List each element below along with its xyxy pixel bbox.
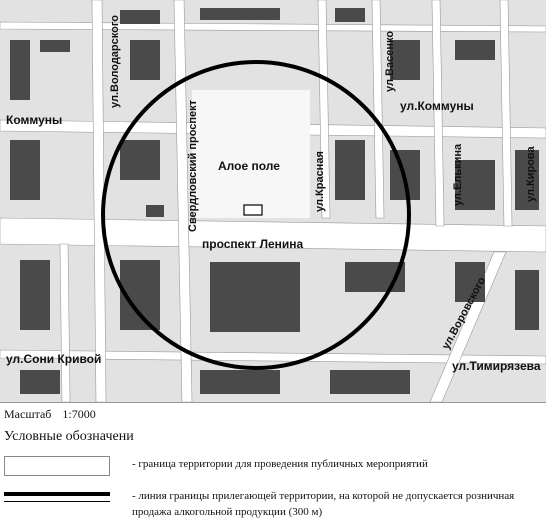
label-soni-krivoy: ул.Сони Кривой — [6, 352, 101, 366]
label-kommuny-right: ул.Коммуны — [400, 99, 474, 113]
label-aloe-pole: Алое поле — [218, 159, 280, 173]
label-krasnaya: ул.Красная — [314, 151, 326, 212]
scale-value: 1:7000 — [62, 407, 96, 421]
map-area[interactable]: ул.Володарского Коммуны Свердловский про… — [0, 0, 546, 403]
legend-item-event-area: - граница территории для проведения публ… — [4, 452, 544, 482]
label-kirova: ул.Кирова — [525, 145, 537, 202]
boundary-circle — [101, 60, 411, 370]
legend-item-boundary-line: - линия границы прилегающей территории, … — [4, 488, 544, 518]
label-volodarskogo: ул.Володарского — [109, 15, 121, 108]
legend-text-boundary-line: - линия границы прилегающей территории, … — [132, 490, 515, 518]
scale-label: Масштаб — [4, 407, 52, 421]
legend-symbol-thick-line — [4, 492, 110, 502]
scale-info: Масштаб 1:7000 — [4, 407, 104, 422]
event-area-marker — [243, 204, 263, 216]
label-kommuny-left: Коммуны — [6, 113, 62, 127]
legend-symbol-rectangle — [4, 456, 110, 476]
map-canvas: ул.Володарского Коммуны Свердловский про… — [0, 0, 546, 402]
roads — [0, 0, 546, 402]
label-elkina: ул.Елькина — [452, 143, 464, 206]
label-vasenko: ул.Васенко — [384, 31, 396, 92]
legend-text-event-area: - граница территории для проведения публ… — [132, 458, 428, 470]
buildings — [10, 8, 539, 394]
label-lenina: проспект Ленина — [202, 237, 304, 251]
label-sverdlovsky: Свердловский проспект — [187, 99, 199, 232]
label-timiryazeva: ул.Тимирязева — [452, 359, 541, 373]
legend-title: Условные обозначени — [4, 429, 134, 444]
